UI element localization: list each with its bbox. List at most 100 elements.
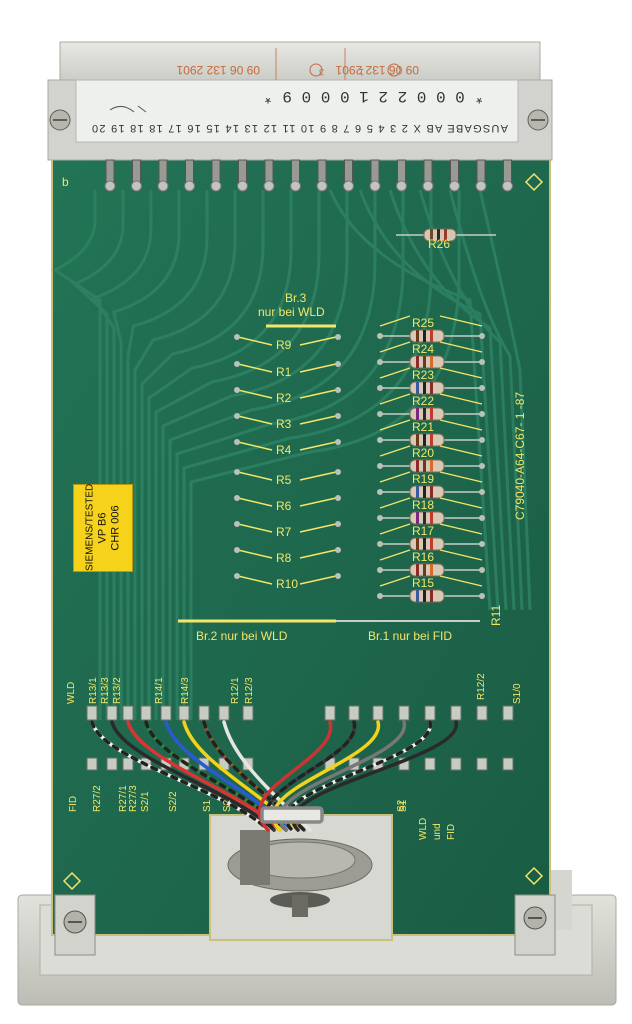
solder-pad [86, 705, 98, 721]
pad [234, 334, 240, 340]
copper-trace [147, 190, 293, 720]
solder-pad [106, 705, 118, 721]
solder-pad [218, 705, 230, 721]
resistor-band [430, 434, 433, 446]
resistor-band [430, 538, 433, 550]
resistor-band [430, 486, 433, 498]
right-resistor-label: R17 [412, 524, 434, 538]
resistor-outline [237, 389, 273, 399]
pad [479, 359, 485, 365]
solder-pad [424, 757, 436, 771]
pin-solder-joint [263, 180, 275, 192]
resistor-outline [237, 471, 273, 481]
solder-pad [398, 705, 410, 721]
resistor-outline [379, 497, 411, 509]
solder-pad [140, 705, 152, 721]
pad [479, 411, 485, 417]
bottom-pad-label: FID [68, 796, 79, 812]
resistor-outline [237, 523, 273, 533]
resistor-band [423, 564, 426, 576]
pad [377, 333, 383, 339]
resistor-band [416, 512, 419, 524]
resistor-outline [299, 415, 337, 425]
resistor-outline [379, 471, 411, 483]
bottom-pad-label: S2/2 [168, 791, 179, 812]
left-resistor-label: R8 [276, 551, 292, 565]
top-pad-label: R13/1 [88, 677, 99, 704]
pad [377, 515, 383, 521]
wld-und-fid-1: WLD [418, 818, 429, 840]
solder-pad [348, 705, 360, 721]
pin-solder-joint [157, 180, 169, 192]
pad [479, 463, 485, 469]
solder-pad [450, 705, 462, 721]
top-pad-label: R12/2 [476, 673, 487, 700]
resistor-outline [237, 575, 273, 585]
solder-pad [502, 705, 514, 721]
copper-trace [168, 190, 377, 720]
top-pad-label: R13/3 [100, 677, 111, 704]
bridge3-title: Br.3 [285, 291, 307, 305]
pad [335, 469, 341, 475]
pad [335, 387, 341, 393]
resistor-outline [439, 471, 483, 483]
pad [234, 521, 240, 527]
copper-trace [418, 189, 516, 611]
connector-mark-1: 1 [359, 67, 364, 77]
bottom-pad-label: S1 [398, 799, 409, 812]
pad [479, 333, 485, 339]
pad [377, 593, 383, 599]
part-number: C79040-A64-C67- 1 -87 [513, 392, 527, 520]
resistor-outline [439, 549, 483, 561]
fiducial-marks [62, 172, 544, 891]
resistor-outline [439, 419, 483, 431]
resistor-band [423, 460, 426, 472]
bottom-pad-label: R27/1 [118, 785, 129, 812]
copper-trace [448, 189, 524, 611]
left-resistor-label: R5 [276, 473, 292, 487]
edge-connector [47, 41, 553, 161]
pin-solder-joint [184, 180, 195, 192]
solder-pad [106, 757, 118, 771]
rotary-switch [227, 830, 373, 917]
resistor-band [423, 408, 426, 420]
connector-logo-b [387, 63, 401, 77]
pad [234, 495, 240, 501]
resistor-band [423, 486, 426, 498]
pad [479, 593, 485, 599]
copper-trace [140, 190, 265, 720]
resistor-band [430, 590, 433, 602]
left-resistor-label: R10 [276, 577, 298, 591]
solder-pad [324, 705, 336, 721]
bridge-lines [178, 324, 480, 623]
right-resistor-label: R22 [412, 394, 434, 408]
resistor-band [430, 512, 433, 524]
solder-pad [424, 705, 436, 721]
resistor-band [423, 356, 426, 368]
resistor-outline [299, 363, 337, 373]
pin-solder-joint [422, 180, 434, 192]
handwritten-mark [109, 105, 147, 113]
right-resistor-label: R18 [412, 498, 434, 512]
pin-solder-joint [237, 180, 248, 192]
resistor-outline [439, 497, 483, 509]
resistor-outline [299, 549, 337, 559]
solder-pad [372, 705, 384, 721]
connector-code-a: 09 06 132 2901 [176, 63, 260, 77]
pad [234, 469, 240, 475]
resistor-outline [299, 336, 337, 346]
solder-pad [198, 705, 210, 721]
resistor-outline [379, 445, 411, 457]
connector-logo-a [309, 63, 323, 77]
copper-trace [52, 190, 102, 720]
resistor-band [430, 356, 433, 368]
sticker-line3: CHR 006 [109, 505, 122, 551]
resistor-band [423, 512, 426, 524]
pin-solder-joint [502, 180, 513, 192]
resistor-outline [299, 575, 337, 585]
resistor-outline [237, 415, 273, 425]
top-pad-label: S1/0 [512, 683, 523, 704]
resistor-band [416, 356, 419, 368]
resistor-outline [439, 393, 483, 405]
